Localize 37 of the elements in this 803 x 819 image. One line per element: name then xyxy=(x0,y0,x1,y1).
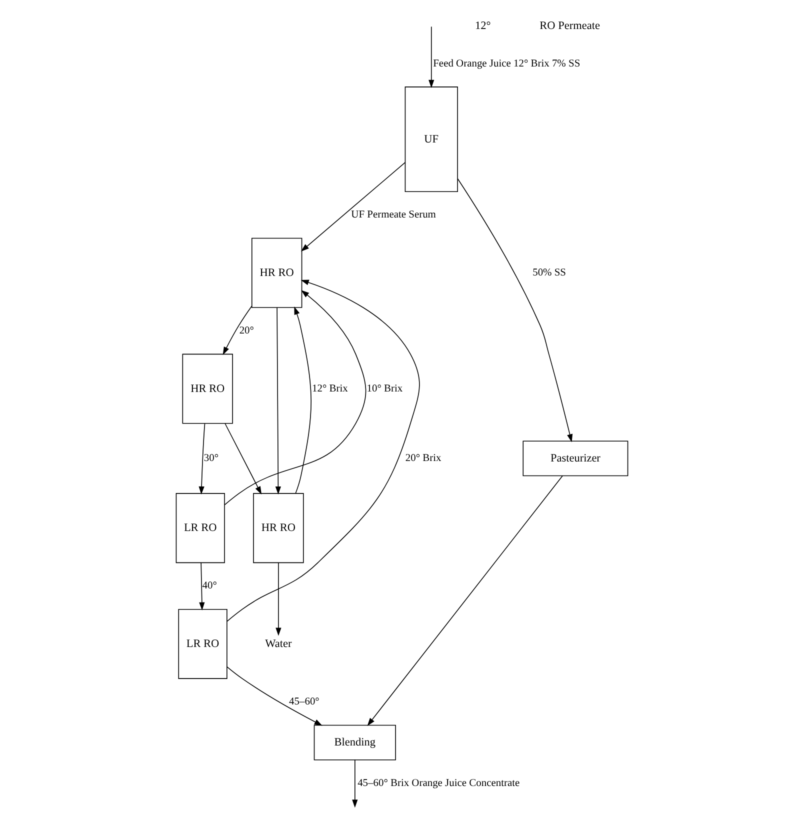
edge-label: 50% SS xyxy=(532,268,566,279)
arrow xyxy=(275,562,281,636)
edge-label: 45–60° xyxy=(288,696,319,708)
arrow xyxy=(366,475,562,726)
arrow xyxy=(456,178,572,442)
arrow xyxy=(226,666,322,726)
node-text: Water xyxy=(264,638,292,650)
edge-label: Feed Orange Juice 12° Brix 7% SS xyxy=(432,58,580,70)
node-box: Pasteurizer xyxy=(522,440,628,476)
arrow xyxy=(294,306,311,494)
arrow xyxy=(352,760,358,808)
node-box: LR RO xyxy=(178,608,227,679)
edge-label: 20° Brix xyxy=(404,453,441,464)
arrow xyxy=(300,162,406,252)
edge-label: 10° Brix xyxy=(366,384,402,395)
arrow xyxy=(226,280,420,622)
node-box: HR RO xyxy=(250,238,302,308)
node-box: LR RO xyxy=(175,493,224,564)
label: 12° xyxy=(474,20,490,32)
edge-label: 40° xyxy=(202,580,216,592)
node-box: HR RO xyxy=(252,493,304,564)
arrow xyxy=(222,306,252,355)
arrow xyxy=(198,423,205,494)
edge-label: UF Permeate Serum xyxy=(350,210,436,221)
edge-label: 45–60° Brix Orange Juice Concentrate xyxy=(357,778,520,789)
node-box: Blending xyxy=(313,724,396,760)
arrow xyxy=(428,26,434,88)
arrow xyxy=(224,290,366,506)
arrow xyxy=(274,307,280,495)
edge-label: 20° xyxy=(238,326,254,337)
label: RO Permeate xyxy=(539,20,600,32)
edge-label: 30° xyxy=(203,453,218,464)
arrow xyxy=(198,562,204,610)
arrow xyxy=(224,423,262,494)
edge-label: 12° Brix xyxy=(312,384,348,395)
node-box: HR RO xyxy=(182,354,232,424)
node-box: UF xyxy=(404,86,458,192)
